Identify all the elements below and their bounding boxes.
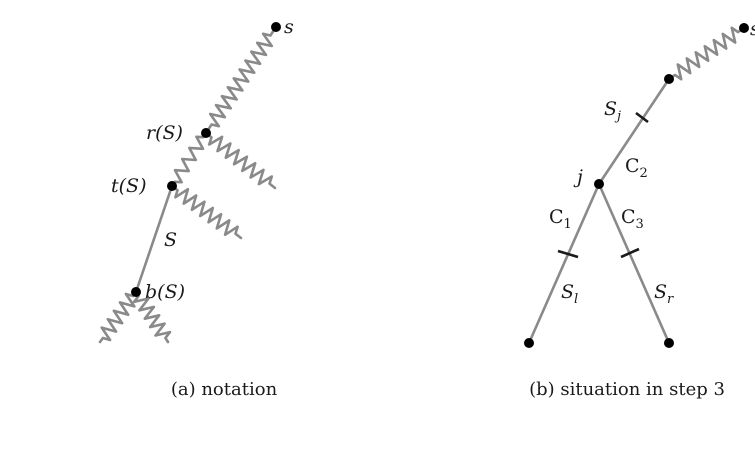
node-s [271, 22, 281, 32]
panel-notation: s r(S) t(S) S b(S) (a) notation [98, 16, 294, 400]
edge-Sr [597, 182, 671, 345]
node-t [167, 181, 177, 191]
label-C2-main: C [625, 155, 640, 177]
wavy-branch-r [204, 131, 277, 190]
node-s-right [739, 23, 749, 33]
label-Sr-main: S [654, 281, 667, 303]
node-right-leaf [664, 338, 674, 348]
tick-Sj [635, 111, 649, 124]
label-t: t(S) [111, 175, 146, 197]
wavy-branch-t [170, 184, 243, 240]
label-C3-main: C [621, 206, 636, 228]
caption-a: (a) notation [171, 379, 278, 400]
wavy-path-r-to-t [170, 131, 208, 188]
label-Sl-sub: l [574, 292, 578, 307]
wavy-child-right [132, 290, 172, 344]
label-S: S [164, 229, 177, 251]
wavy-child-left [98, 290, 138, 344]
tick-Sr [620, 247, 640, 259]
label-Sj-main: S [604, 98, 617, 120]
label-C3: C3 [621, 206, 644, 232]
label-Sr: Sr [654, 281, 674, 307]
label-s-right: s [750, 18, 755, 40]
node-j [594, 179, 604, 189]
label-j: j [573, 166, 583, 188]
label-Sj-sub: j [614, 109, 621, 124]
label-Sl-main: S [561, 281, 574, 303]
label-C1: C1 [549, 206, 572, 232]
label-C2: C2 [625, 155, 648, 181]
tick-Sl [557, 249, 579, 259]
label-C1-sub: 1 [564, 217, 572, 232]
label-s: s [284, 16, 294, 38]
caption-b: (b) situation in step 3 [529, 379, 725, 400]
node-left-leaf [524, 338, 534, 348]
wavy-path-s-to-r [204, 25, 278, 135]
label-Sl: Sl [561, 281, 578, 307]
label-C3-sub: 3 [636, 217, 644, 232]
edge-Sj [597, 77, 671, 186]
label-C1-main: C [549, 206, 564, 228]
node-top [664, 74, 674, 84]
edge-Sl [527, 182, 601, 345]
wavy-path-to-s [667, 26, 746, 81]
node-b [131, 287, 141, 297]
node-r [201, 128, 211, 138]
label-r: r(S) [146, 122, 183, 144]
label-Sj: Sj [604, 98, 621, 124]
label-Sr-sub: r [667, 292, 674, 307]
panel-situation: s Sj j C2 C1 C3 Sl Sr (b) situation in s… [524, 18, 755, 400]
label-b: b(S) [145, 281, 185, 303]
label-C2-sub: 2 [640, 166, 648, 181]
edge-S [134, 184, 174, 294]
